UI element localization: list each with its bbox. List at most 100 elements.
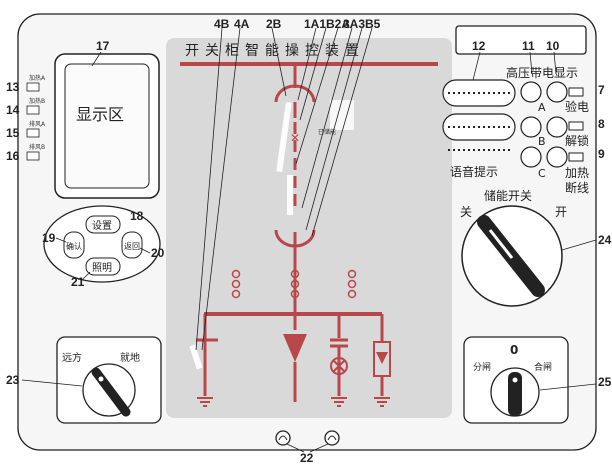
indicator-8: [568, 121, 584, 131]
leader-22b: [309, 443, 329, 453]
breaker-cross: ✕: [290, 131, 300, 145]
key-confirm-label: 确认: [66, 241, 82, 251]
display-screen: [64, 63, 150, 189]
callout-16: 16: [6, 149, 20, 163]
indicator-14-label: 加热B: [29, 97, 45, 105]
callout-19: 19: [42, 231, 56, 245]
right-knob-zero: 0: [510, 343, 518, 357]
keypad-frame: [43, 205, 161, 283]
phase-lamps: [520, 81, 568, 168]
callout-4A: 4A: [234, 17, 250, 31]
callout-24: 24: [598, 233, 612, 247]
callout-21: 21: [71, 275, 85, 289]
callout-13: 13: [6, 80, 20, 94]
indicator-13: [26, 82, 40, 92]
callout-11: 11: [522, 39, 535, 53]
top-leaders: [195, 27, 373, 351]
leader-24: [561, 239, 597, 251]
left-indicators: 13 加热A 14 加热B 15 排风A 16 排风B: [6, 74, 46, 163]
lock-right[interactable]: [324, 430, 340, 446]
callout-20: 20: [151, 246, 165, 260]
right-knob-handle: [508, 372, 522, 416]
unlock-label: 解锁: [565, 133, 589, 148]
phase-A: A: [538, 101, 546, 114]
callout-8: 8: [598, 117, 605, 131]
display-area-label: 显示区: [76, 105, 124, 124]
lock-left[interactable]: [275, 430, 291, 446]
callout-1A1B2A: 1A1B2A: [304, 17, 350, 31]
key-settings-label: 设置: [92, 220, 112, 232]
indicator-16-label: 排风B: [29, 143, 45, 151]
voice-label: 语音提示: [450, 164, 498, 179]
callout-15: 15: [6, 126, 20, 140]
callout-7: 7: [598, 83, 605, 97]
white-bar-b: [287, 175, 293, 215]
indicator-14: [26, 105, 40, 115]
callout-9: 9: [598, 147, 605, 161]
callout-3A3B5: 3A3B5: [343, 17, 381, 31]
ct-coils: [231, 269, 357, 299]
heat-label-1: 加热: [565, 166, 589, 180]
energy-switch-stripe: [488, 229, 514, 259]
callout-12: 12: [472, 39, 486, 53]
arrester-arrow: [376, 352, 388, 364]
left-knob-local: 就地: [120, 351, 140, 364]
lock-right-mark: [327, 435, 337, 441]
top-strip: [455, 25, 587, 55]
callout-18: 18: [130, 209, 144, 223]
callout-22: 22: [300, 451, 314, 465]
upper-contact: [274, 84, 316, 103]
leader-19: [55, 237, 67, 243]
callout-4B: 4B: [214, 17, 230, 31]
callout-23: 23: [6, 373, 20, 387]
energy-indicator: [330, 100, 354, 130]
indicator-15: [26, 128, 40, 138]
callout-14: 14: [6, 103, 20, 117]
leader-17: [91, 51, 102, 67]
key-light[interactable]: [85, 257, 121, 276]
heat-label-2: 断线: [565, 180, 589, 195]
leader-23: [21, 379, 83, 387]
device-title: 开关柜智能操控装置: [185, 43, 365, 59]
earth-white-bar: [189, 344, 203, 370]
white-bar-a: [276, 101, 292, 173]
leader-11: [529, 51, 533, 75]
callout-2B: 2B: [266, 17, 282, 31]
leader-10: [553, 51, 557, 75]
cable-arrow: [283, 334, 307, 362]
indicator-7: [568, 87, 584, 97]
key-return[interactable]: [121, 231, 143, 259]
indicator-15-label: 排风A: [29, 120, 46, 128]
indicator-9: [568, 152, 584, 162]
callout-25: 25: [598, 375, 612, 389]
lock-left-mark: [278, 435, 288, 441]
callout-17: 17: [96, 39, 110, 53]
grounds: [197, 397, 390, 407]
left-knob-remote: 远方: [62, 351, 82, 364]
energy-switch-title: 储能开关: [484, 188, 532, 203]
phase-C: C: [538, 167, 546, 180]
key-settings[interactable]: [85, 215, 121, 234]
hv-label: 高压带电显示: [506, 65, 578, 80]
indicator-16: [26, 151, 40, 161]
energy-on-label: 开: [555, 205, 567, 219]
right-knob-close: 合闸: [534, 361, 552, 373]
verify-label: 验电: [565, 99, 589, 114]
phase-B: B: [538, 135, 546, 148]
left-knob-dot: [98, 376, 104, 382]
leader-20: [139, 247, 151, 254]
indicator-13-label: 加热A: [29, 74, 46, 82]
key-light-label: 照明: [92, 262, 112, 274]
energy-off-label: 关: [460, 205, 472, 219]
leader-22a: [286, 443, 305, 453]
stored-energy-label: 已储能: [318, 128, 336, 136]
right-knob-dot: [512, 377, 518, 383]
leader-25: [539, 383, 597, 391]
right-knob-open: 分闸: [473, 362, 491, 373]
key-confirm[interactable]: [63, 231, 85, 259]
callout-10: 10: [546, 39, 560, 53]
mimic-area: [166, 38, 452, 418]
key-return-label: 返回: [124, 242, 140, 251]
